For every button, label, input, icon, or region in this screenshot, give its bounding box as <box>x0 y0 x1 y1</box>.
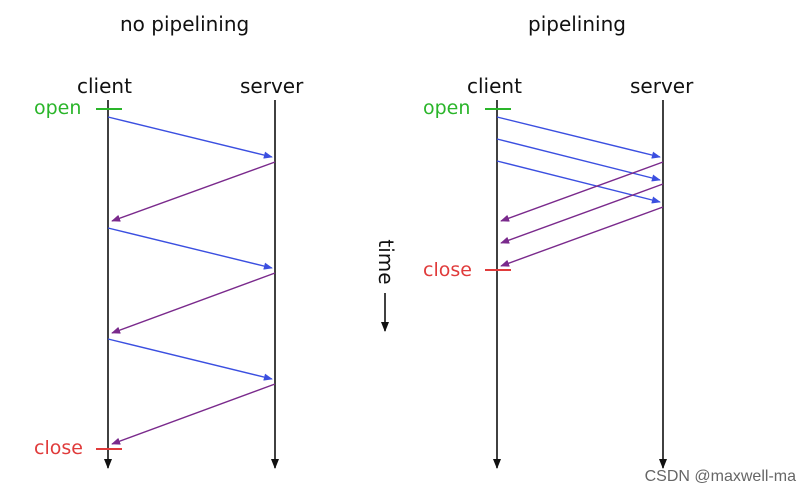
right-response-arrow-1 <box>500 161 664 222</box>
right-server-label: server <box>630 74 694 98</box>
left-client-label: client <box>77 74 132 98</box>
left-response-arrow-2 <box>111 272 276 334</box>
right-response-arrow-3 <box>500 206 664 267</box>
left-request-arrow-1 <box>107 116 273 159</box>
right-response-arrow-2 <box>500 183 664 244</box>
right-close-label: close <box>423 259 472 281</box>
right-request-arrow-2 <box>496 138 661 182</box>
right-diagram-title: pipelining <box>528 12 626 36</box>
right-open-label: open <box>423 97 471 119</box>
right-request-arrow-3 <box>496 160 661 204</box>
left-request-arrow-3 <box>107 338 273 381</box>
watermark: CSDN @maxwell-ma <box>644 468 796 485</box>
left-response-arrow-1 <box>111 161 276 222</box>
left-diagram-title: no pipelining <box>120 12 250 36</box>
left-server-label: server <box>240 74 304 98</box>
left-open-label: open <box>34 97 82 119</box>
left-close-label: close <box>34 437 83 459</box>
right-client-label: client <box>467 74 522 98</box>
time-axis: time <box>372 232 398 292</box>
left-request-arrow-2 <box>107 227 273 270</box>
time-label: time <box>374 239 398 285</box>
left-response-arrow-3 <box>111 383 276 445</box>
right-request-arrow-1 <box>496 116 661 159</box>
